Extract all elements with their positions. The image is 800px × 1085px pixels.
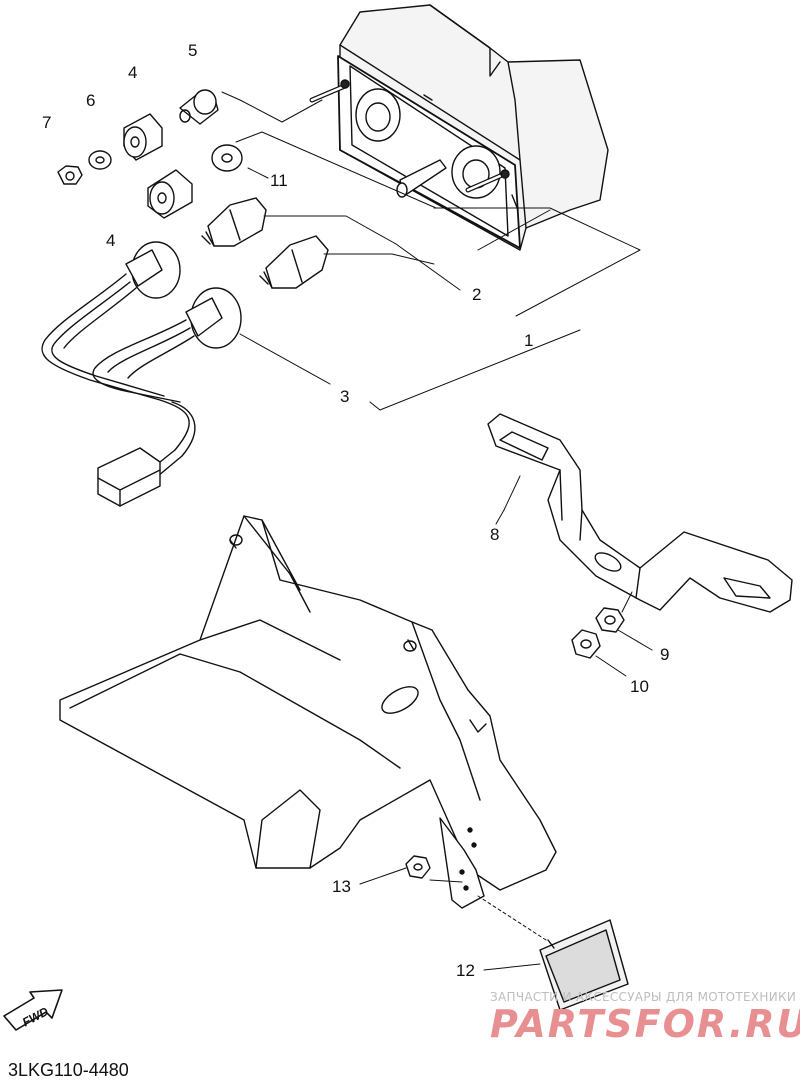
part-label-4-upper: 4 xyxy=(128,63,137,82)
collar-part-5 xyxy=(179,89,219,125)
reference-code: 3LKG110-4480 xyxy=(8,1060,129,1080)
part-label-2: 2 xyxy=(472,285,481,304)
fwd-arrow-icon xyxy=(3,989,63,1031)
part-label-11: 11 xyxy=(270,171,288,190)
part-label-5: 5 xyxy=(188,41,197,60)
bulb-part-2-lower xyxy=(259,235,329,289)
watermark-tagline: ЗАПЧАСТИ И АКСЕССУАРЫ ДЛЯ МОТОТЕХНИКИ xyxy=(490,990,797,1004)
nut-part-10 xyxy=(571,629,601,659)
part-label-1: 1 xyxy=(524,331,533,350)
part-label-7: 7 xyxy=(42,113,51,132)
washer-part-11 xyxy=(211,144,243,172)
part-label-12: 12 xyxy=(456,961,475,980)
part-label-10: 10 xyxy=(630,677,649,696)
flange-nut-part-13 xyxy=(405,855,431,879)
part-labels: 2 1 3 4 4 5 6 7 8 9 10 11 12 13 xyxy=(42,41,669,980)
grommet-part-4-upper xyxy=(123,113,163,161)
nut-part-7 xyxy=(57,165,83,185)
part-label-13: 13 xyxy=(332,877,351,896)
reflector-part-12 xyxy=(539,919,629,1011)
bulb-part-2-upper xyxy=(201,197,267,247)
leader-lines-upper xyxy=(221,91,641,411)
washer-part-6 xyxy=(88,150,112,170)
watermark-brand: PARTSFOR.RU xyxy=(490,1002,800,1046)
part-label-3: 3 xyxy=(340,387,349,406)
license-bracket-part-8 xyxy=(487,413,793,613)
grommet-part-4-lower xyxy=(147,169,193,219)
part-label-9: 9 xyxy=(660,645,669,664)
part-label-4-lower: 4 xyxy=(106,231,115,250)
part-label-8: 8 xyxy=(490,525,499,544)
tail-light-housing xyxy=(309,4,609,251)
leader-lines-lower xyxy=(359,475,653,971)
socket-wiring-part-3 xyxy=(41,241,242,507)
rear-fender-frame xyxy=(59,515,557,909)
flange-nut-part-9 xyxy=(595,607,625,633)
part-label-6: 6 xyxy=(86,91,95,110)
